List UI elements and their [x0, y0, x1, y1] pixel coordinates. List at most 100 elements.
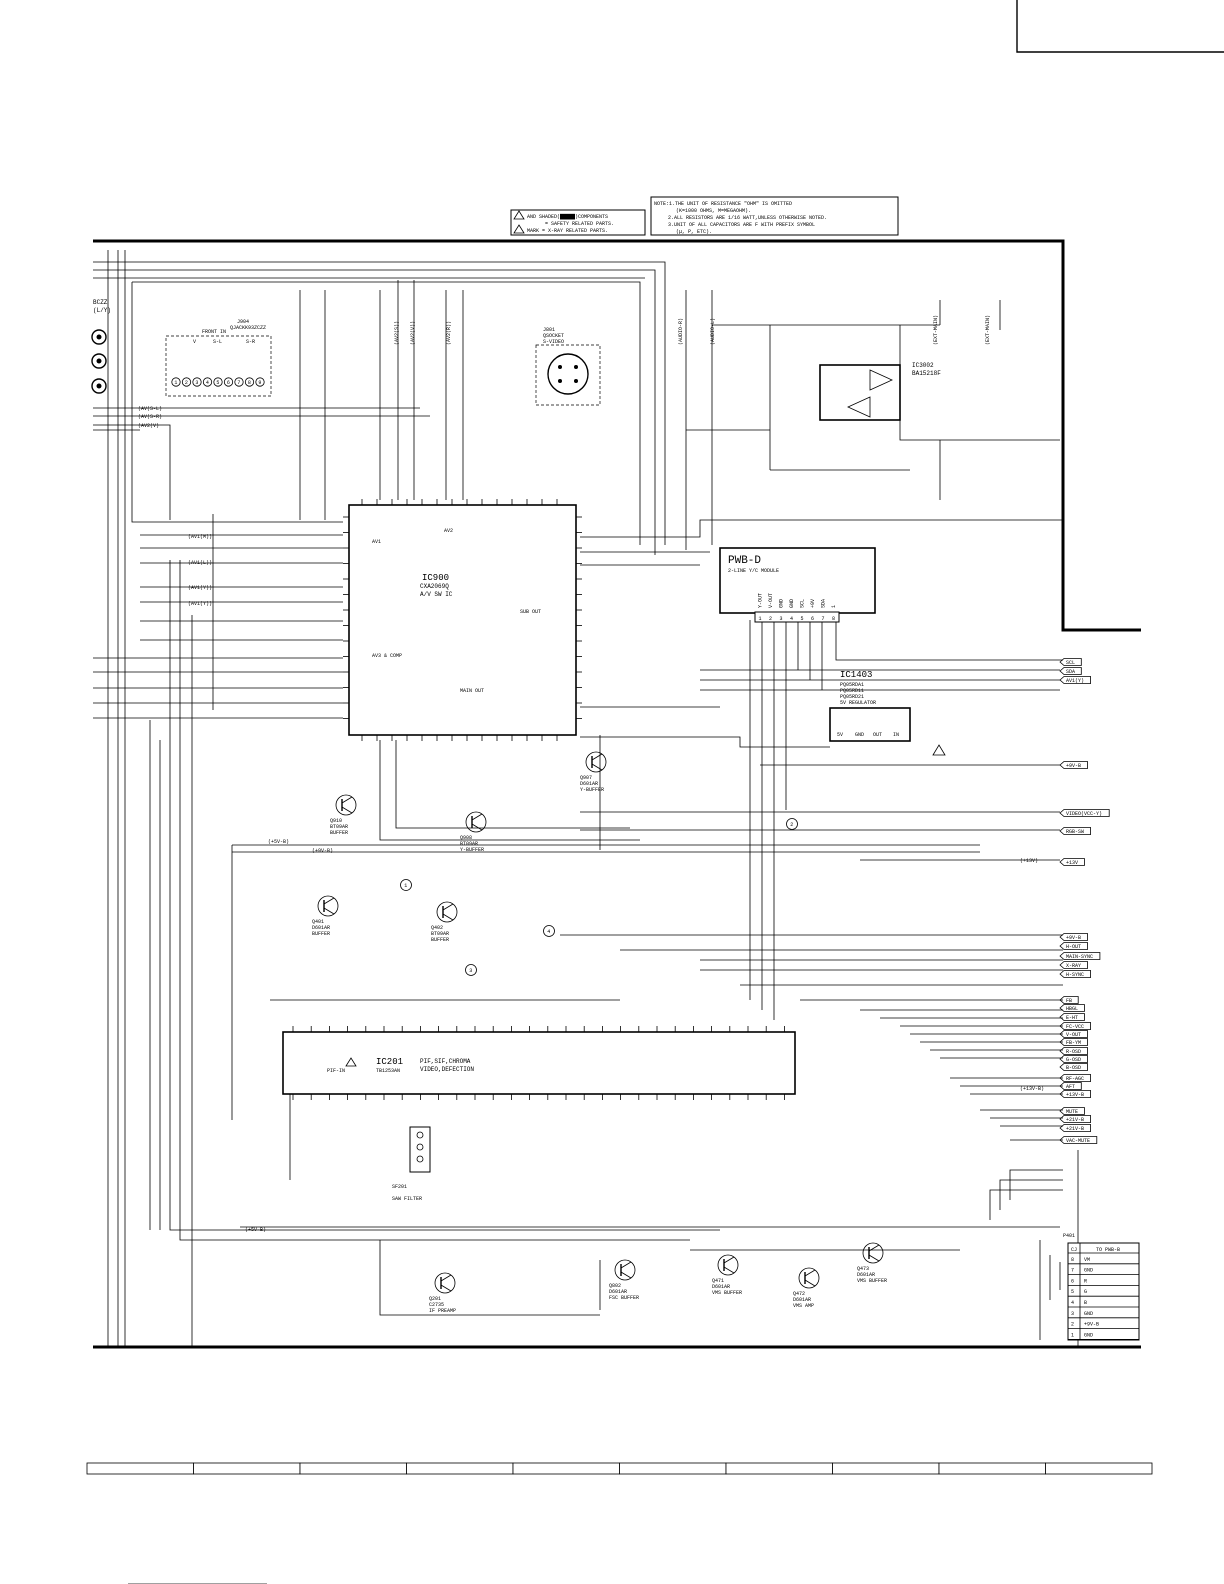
transistor-ref: Q402 [431, 925, 443, 931]
input-label: (AV1(L)) [188, 560, 212, 566]
signal-tag-label: SDA [1066, 669, 1075, 675]
signal-tag-label: FB-YM [1066, 1040, 1081, 1046]
safety-note-line-2: = SAFETY RELATED PARTS. [545, 221, 614, 227]
signal-tag-label: H-SYNC [1066, 972, 1084, 978]
rail-9v-b: (+9V-B) [312, 848, 333, 854]
signal-tag-label: G-OSD [1066, 1057, 1081, 1063]
signal-tag [1059, 1115, 1091, 1123]
jack-pin-number: 4 [206, 380, 209, 386]
ic1403-pin-5v: 5V [837, 732, 843, 738]
ic3002-ref: IC3002 [912, 362, 934, 369]
pwbd-pin-strip [754, 611, 840, 623]
signal-tag-label: RF-AGC [1066, 1076, 1084, 1082]
ic1403-pin-gnd: GND [855, 732, 864, 738]
ic900-group-av1: AV1 [372, 539, 381, 545]
ic201-sub: PIF-IN [327, 1068, 345, 1074]
signal-tag [1059, 658, 1082, 666]
jack-pin-number: 6 [227, 380, 230, 386]
j904-ref: J904 [237, 319, 249, 325]
board-frame [93, 239, 1141, 1349]
p401-pin-name: G [1084, 1289, 1087, 1295]
jack-pin [223, 377, 234, 387]
transistor-role: BUFFER [330, 830, 348, 836]
wiring [93, 250, 1079, 1347]
transistor-ref: Q201 [429, 1296, 441, 1302]
ic900-part: CXA2069Q [420, 583, 449, 590]
p401-pin-name: B [1084, 1300, 1087, 1306]
top-signal-label: (EXT-MAIN) [985, 315, 991, 345]
jack-pin [234, 377, 244, 387]
pwbd-pin-label: GND [779, 599, 785, 608]
transistor-part: BT09AR [431, 931, 449, 937]
signal-tag-label: MAIN-SYNC [1066, 954, 1093, 960]
signal-tag [1059, 961, 1088, 969]
note-line-3: 2.ALL RESISTORS ARE 1/16 WATT,UNLESS OTH… [668, 215, 827, 221]
pwbd-pin-label: V-OUT [768, 593, 774, 608]
signal-tag-label: HBGL [1066, 1006, 1078, 1012]
ic201-part: TB1253AN [376, 1068, 400, 1074]
reference-marker [465, 964, 477, 976]
signal-tag-label: +21V-B [1066, 1126, 1084, 1132]
pwbd-pin-label: GND [789, 599, 795, 608]
ic1403-part-1: PQ05RDA1 [840, 682, 864, 688]
ic1403-part-2: PQ05RD11 [840, 688, 864, 694]
signal-tag [1059, 827, 1091, 835]
signal-tag [1059, 1063, 1088, 1071]
p401-pin-number: 8 [1071, 1257, 1074, 1263]
signal-tag [1059, 942, 1088, 950]
transistor-role: FSC BUFFER [609, 1295, 639, 1301]
transistor-ref: Q473 [857, 1266, 869, 1272]
svg-text:BCZZ: BCZZ [93, 299, 108, 306]
jack-pin [192, 377, 202, 387]
note-line-5: (μ, P, ETC). [676, 229, 712, 235]
power-rails: (+5V-B) (+9V-B) (+13V) (+13V-B) (+5V-B) [245, 839, 1044, 1233]
signal-tag-label: E-HT [1066, 1015, 1078, 1021]
j904-col-sl: S-L [213, 339, 222, 345]
transistor-role: Y-BUFFER [580, 787, 604, 793]
transistor-ref: Q908 [460, 835, 472, 841]
signal-tag-label: VIDEO(VCC-Y) [1066, 811, 1102, 817]
transistor-role: BUFFER [312, 931, 330, 937]
jack-pin-number: 8 [248, 380, 251, 386]
signal-tag-label: +13V-B [1066, 1092, 1084, 1098]
ic1403-pin-in: IN [893, 732, 899, 738]
j904-title: FRONT IN [202, 329, 226, 335]
signal-tag-label: V-OUT [1066, 1032, 1081, 1038]
signal-tag-label: +9V-B [1066, 935, 1081, 941]
transistor-role: Y-BUFFER [460, 847, 484, 853]
pwbd-pin-number: 1 [759, 616, 762, 622]
signal-tag-label: MUTE [1066, 1109, 1078, 1115]
footer-cell [86, 1462, 194, 1475]
rail-5v-b: (+5V-B) [268, 839, 289, 845]
transistor-ref: Q910 [330, 818, 342, 824]
p401-header-right: TO PWB-B [1096, 1247, 1120, 1253]
signal-tag [1059, 1074, 1091, 1082]
p401-pin-number: 6 [1071, 1278, 1074, 1284]
footer-cell [832, 1462, 940, 1475]
ic201-pif-sif-chroma: IC201 TB1253AN PIF,SIF,CHROMA VIDEO,DEFE… [282, 1026, 796, 1100]
ic201-ref: IC201 [376, 1057, 403, 1067]
ic1403-pin-out: OUT [873, 732, 882, 738]
pwbd-pin-number: 4 [790, 616, 793, 622]
pwbd-desc: 2-LINE Y/C MODULE [728, 568, 779, 574]
transistor-ref: Q907 [580, 775, 592, 781]
footer-cell [512, 1462, 620, 1475]
footer-cell [1045, 1462, 1153, 1475]
jack-pin [181, 377, 192, 387]
p401-pin-number: 4 [1071, 1300, 1074, 1306]
signal-tag [1059, 933, 1088, 941]
footer-table [86, 1462, 1153, 1475]
p401-pin-number: 3 [1071, 1311, 1074, 1317]
transistor-ref: Q802 [609, 1283, 621, 1289]
pwbd-pin-number: 7 [822, 616, 825, 622]
p401-pin-number: 2 [1071, 1322, 1074, 1328]
signal-tag [1059, 952, 1101, 960]
pwbd-pin-label: SDA [821, 599, 827, 608]
signal-tag [1059, 1082, 1082, 1090]
general-note: NOTE:1.THE UNIT OF RESISTANCE "OHM" IS O… [650, 196, 899, 236]
